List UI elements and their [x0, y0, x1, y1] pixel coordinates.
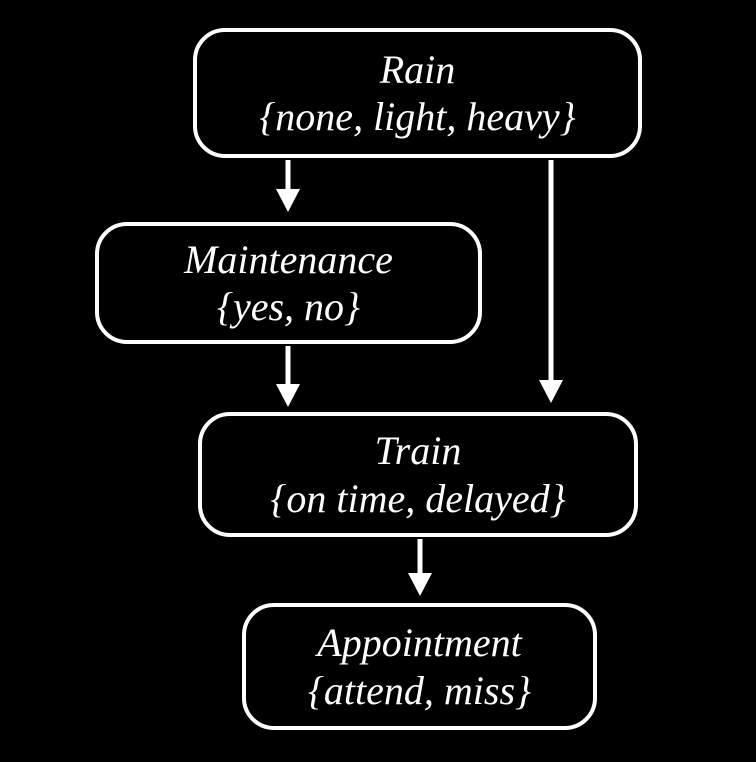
edge-rain-to-train — [539, 160, 563, 403]
edge-maintenance-to-train — [276, 346, 300, 407]
node-rain: Rain {none, light, heavy} — [193, 28, 642, 158]
node-rain-label: Rain — [379, 46, 456, 92]
node-rain-domain: {none, light, heavy} — [259, 94, 576, 139]
node-train-label: Train — [374, 428, 462, 474]
edge-rain-to-maintenance-arrowhead-icon — [276, 189, 300, 212]
edge-train-to-appointment-arrowhead-icon — [408, 573, 432, 596]
node-train-domain: {on time, delayed} — [270, 475, 566, 521]
node-maintenance: Maintenance {yes, no} — [95, 222, 482, 344]
edge-train-to-appointment — [408, 539, 432, 596]
node-appointment-domain: {attend, miss} — [307, 667, 532, 713]
edge-maintenance-to-train-arrowhead-icon — [276, 384, 300, 407]
node-appointment-label: Appointment — [317, 620, 522, 666]
edge-rain-to-maintenance — [276, 160, 300, 212]
node-train: Train {on time, delayed} — [198, 412, 638, 537]
node-maintenance-label: Maintenance — [184, 236, 393, 282]
edge-rain-to-train-arrowhead-icon — [539, 380, 563, 403]
node-appointment: Appointment {attend, miss} — [242, 603, 597, 730]
node-maintenance-domain: {yes, no} — [216, 284, 361, 329]
